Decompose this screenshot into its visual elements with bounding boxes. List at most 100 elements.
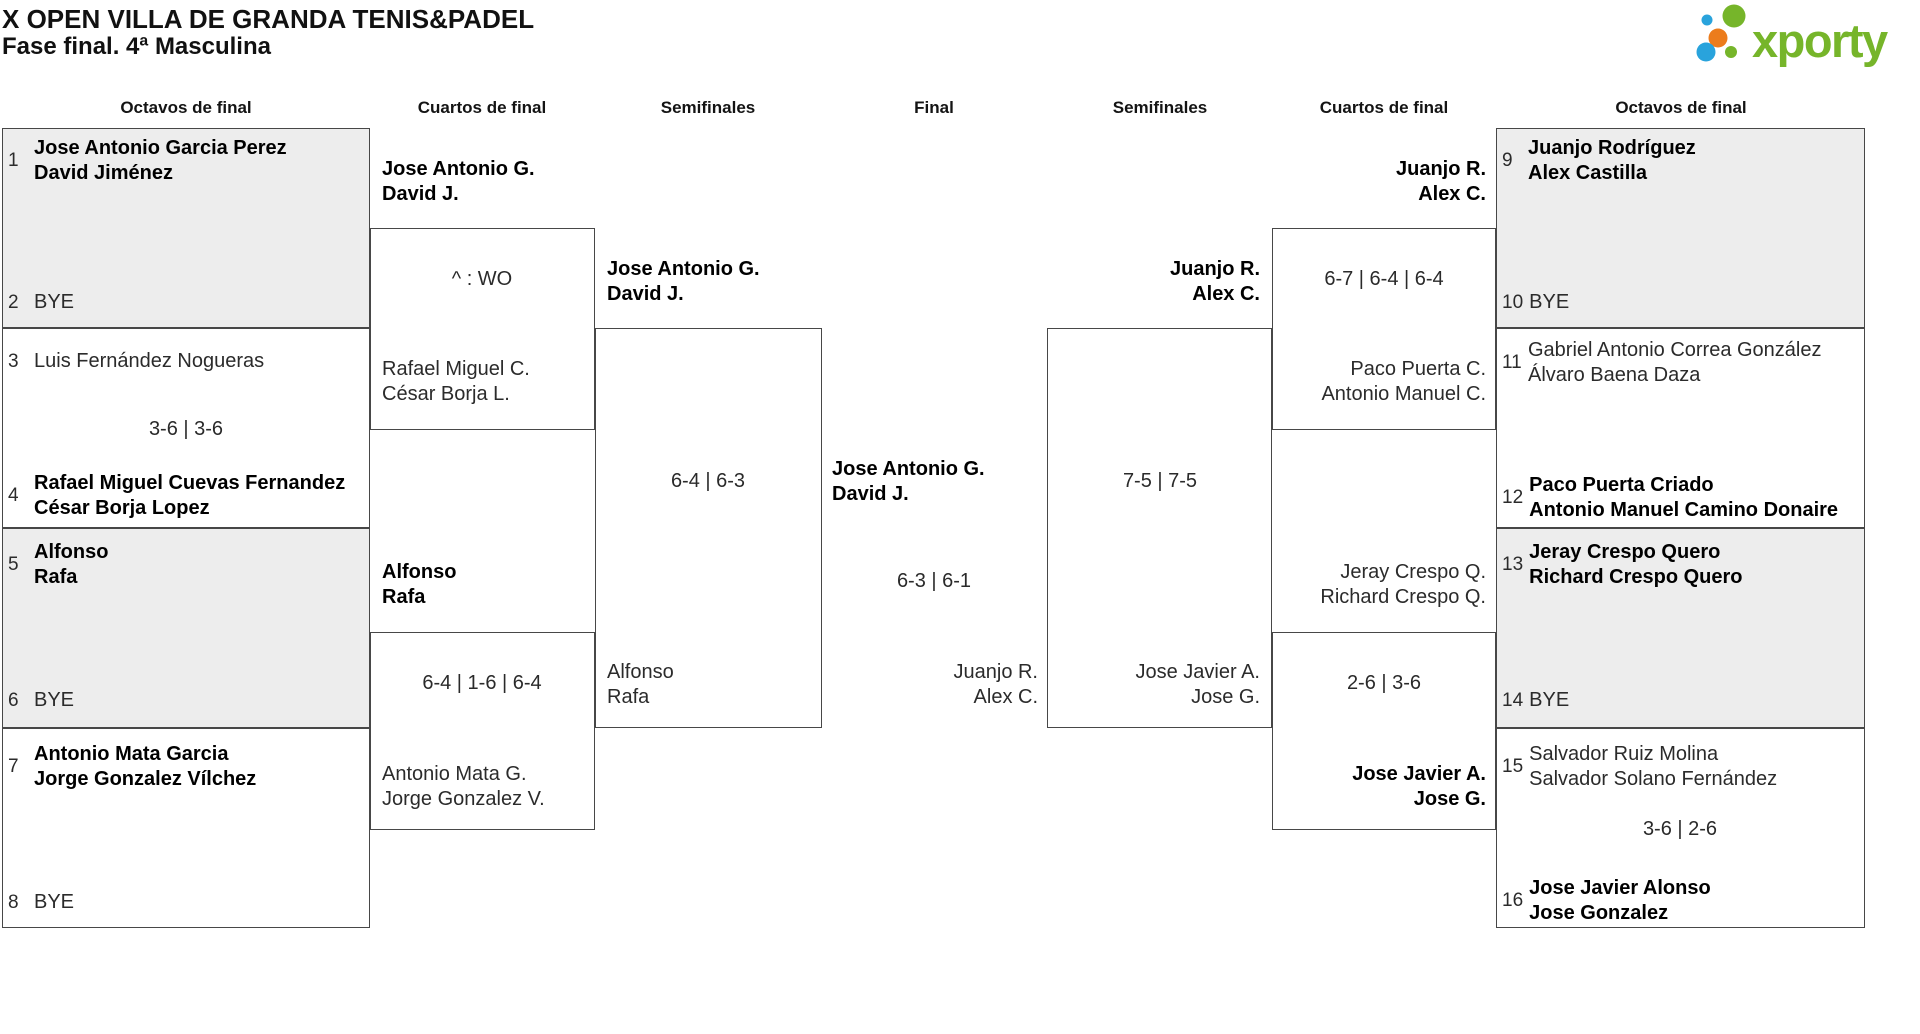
- round-header-octavos-right: Octavos de final: [1615, 98, 1747, 117]
- logo-wordmark: xporty: [1752, 14, 1888, 67]
- player-name: Jose Antonio Garcia Perez: [34, 137, 287, 159]
- match-score-r16-8: 3-6 | 2-6: [1642, 818, 1718, 840]
- player-name: Jorge Gonzalez Vílchez: [34, 768, 257, 790]
- logo-dot-big-green: [1722, 4, 1746, 28]
- seed-entry-6: 6 BYE: [8, 688, 74, 713]
- sf2-team-b: Jose Javier A.Jose G.: [1135, 661, 1260, 708]
- player-name: BYE: [1529, 689, 1570, 711]
- round-header-semis-left: Semifinales: [660, 98, 756, 117]
- round-header-final: Final: [914, 98, 954, 117]
- player-name: BYE: [34, 891, 75, 913]
- sf2-team-a: Juanjo R.Alex C.: [1169, 258, 1260, 305]
- final-team-a: Jose Antonio G.David J.: [832, 458, 985, 505]
- player-name: César Borja Lopez: [34, 497, 210, 519]
- seed-number: 15: [1502, 756, 1524, 777]
- qf4-team-a: Jeray Crespo Q.Richard Crespo Q.: [1320, 561, 1486, 608]
- match-score-r16-2: 3-6 | 3-6: [148, 418, 224, 440]
- round-header-octavos-left: Octavos de final: [120, 98, 252, 117]
- seed-number: 1: [8, 150, 19, 171]
- logo-dot-big-blue: [1696, 42, 1716, 62]
- match-box-qf-1: [370, 228, 595, 430]
- player-name: Jose Javier Alonso: [1529, 877, 1711, 899]
- seed-number: 4: [8, 485, 19, 506]
- qf3-team-a: Juanjo R.Alex C.: [1395, 158, 1486, 205]
- seed-number: 12: [1502, 487, 1524, 508]
- match-box-r16-7: [1496, 528, 1865, 728]
- seed-number: 10: [1502, 291, 1524, 313]
- round-header-semis-right: Semifinales: [1112, 98, 1208, 117]
- player-name: Richard Crespo Quero: [1529, 566, 1743, 588]
- match-box-r16-4: [2, 728, 370, 928]
- sf1-team-a: Jose Antonio G.David J.: [607, 258, 760, 305]
- seed-entry-2: 2 BYE: [8, 290, 74, 315]
- xporty-logo: xporty: [1696, 4, 1890, 67]
- round-header-cuartos-left: Cuartos de final: [417, 98, 547, 117]
- player-name: Jose Gonzalez: [1529, 902, 1669, 924]
- seed-number: 8: [8, 891, 19, 913]
- match-box-r16-5: [1496, 128, 1865, 328]
- match-box-qf-2: [370, 632, 595, 830]
- seed-entry-3: 3 Luis Fernández Nogueras: [8, 349, 264, 374]
- match-box-sf-1: [595, 328, 822, 728]
- match-score-final: 6-3 | 6-1: [896, 570, 972, 592]
- match-box-r16-3: [2, 528, 370, 728]
- seed-number: 5: [8, 554, 19, 575]
- qf2-team-b: Antonio Mata G.Jorge Gonzalez V.: [382, 763, 545, 810]
- seed-number: 2: [8, 291, 19, 313]
- match-box-qf-4: [1272, 632, 1496, 830]
- player-name: BYE: [34, 291, 75, 313]
- player-name: Álvaro Baena Daza: [1528, 364, 1701, 386]
- player-name: Gabriel Antonio Correa González: [1528, 339, 1822, 361]
- final-team-b: Juanjo R.Alex C.: [953, 661, 1039, 708]
- seed-entry-14: 14 BYE: [1502, 688, 1569, 713]
- seed-number: 11: [1502, 352, 1522, 373]
- player-name: Juanjo Rodríguez: [1528, 137, 1696, 159]
- category-subtitle: Fase final. 4ª Masculina: [2, 33, 271, 60]
- qf1-team-a: Jose Antonio G.David J.: [382, 158, 535, 205]
- match-score-qf-4: 2-6 | 3-6: [1346, 672, 1422, 694]
- match-score-sf-1: 6-4 | 6-3: [670, 470, 746, 492]
- logo-dot-small-green: [1725, 46, 1737, 58]
- tournament-title: X OPEN VILLA DE GRANDA TENIS&PADEL: [2, 4, 535, 34]
- player-name: Rafael Miguel Cuevas Fernandez: [34, 472, 346, 494]
- seed-number: 13: [1502, 554, 1524, 575]
- logo-dot-orange: [1708, 28, 1728, 48]
- player-name: Jeray Crespo Quero: [1529, 541, 1721, 563]
- seed-number: 16: [1502, 890, 1524, 911]
- player-name: David Jiménez: [34, 162, 173, 184]
- player-name: Rafa: [34, 566, 78, 588]
- match-box-r16-8: [1496, 728, 1865, 928]
- player-name: Alfonso: [34, 541, 109, 563]
- player-name: Antonio Mata Garcia: [34, 743, 229, 765]
- qf1-team-b: Rafael Miguel C.César Borja L.: [382, 358, 530, 405]
- seed-number: 3: [8, 350, 19, 372]
- qf3-team-b: Paco Puerta C.Antonio Manuel C.: [1321, 358, 1486, 405]
- match-score-qf-1: ^ : WO: [451, 268, 513, 290]
- seed-number: 9: [1502, 150, 1513, 171]
- logo-dot-small-blue: [1701, 14, 1713, 26]
- seed-number: 14: [1502, 689, 1524, 711]
- player-name: BYE: [34, 689, 75, 711]
- seed-entry-10: 10 BYE: [1502, 290, 1569, 315]
- player-name: Luis Fernández Nogueras: [34, 350, 265, 372]
- match-score-sf-2: 7-5 | 7-5: [1122, 470, 1198, 492]
- seed-entry-8: 8 BYE: [8, 890, 74, 915]
- match-box-r16-1: [2, 128, 370, 328]
- player-name: Salvador Solano Fernández: [1529, 768, 1778, 790]
- match-box-r16-6: [1496, 328, 1865, 528]
- seed-number: 7: [8, 756, 19, 777]
- qf4-team-b: Jose Javier A.Jose G.: [1352, 763, 1486, 810]
